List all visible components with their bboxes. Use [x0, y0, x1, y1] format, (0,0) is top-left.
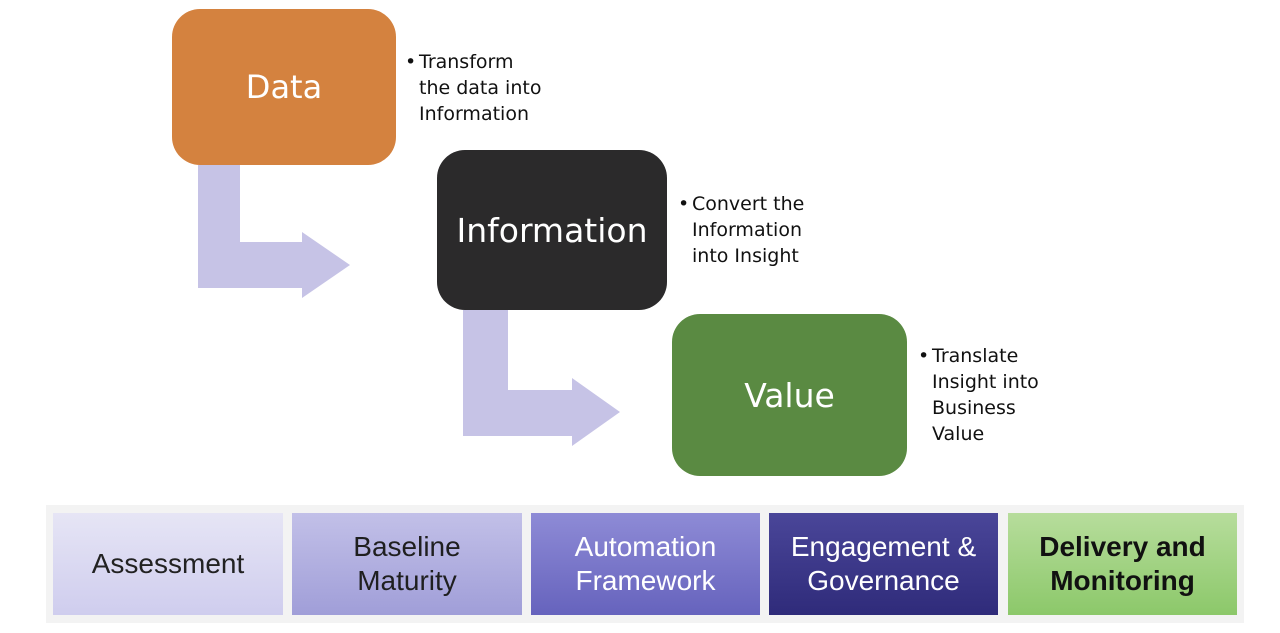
- phase-line: Governance: [807, 565, 960, 596]
- phase-line: Baseline: [353, 531, 461, 562]
- note-line: Translate: [932, 345, 1019, 367]
- phase-automation-framework: Automation Framework: [531, 513, 760, 615]
- phase-line: Automation: [574, 531, 717, 562]
- bullet-icon: •: [678, 193, 690, 215]
- note-line: Information: [419, 103, 529, 125]
- phase-line: Assessment: [91, 548, 245, 579]
- note-line: Transform: [419, 51, 514, 73]
- bent-arrow-data-to-information: [198, 165, 350, 298]
- bullet-icon: •: [405, 51, 417, 73]
- note-line: into Insight: [692, 245, 799, 267]
- step-box-data: Data: [172, 9, 396, 165]
- phase-line: Monitoring: [1050, 565, 1195, 596]
- note-line: Business: [932, 397, 1016, 419]
- note-line: Information: [692, 219, 802, 241]
- note-line: Convert the: [692, 193, 805, 215]
- phase-line: Engagement &: [790, 531, 977, 562]
- phase-baseline-maturity: Baseline Maturity: [292, 513, 522, 615]
- phase-line: Delivery and: [1039, 531, 1206, 562]
- note-line: the data into: [419, 77, 542, 99]
- note-line: Insight into: [932, 371, 1039, 393]
- phase-engagement-governance: Engagement & Governance: [769, 513, 998, 615]
- phase-line: Maturity: [357, 565, 457, 596]
- step-label-value: Value: [744, 375, 835, 415]
- bent-arrow-information-to-value: [463, 310, 620, 446]
- step-label-information: Information: [456, 210, 648, 250]
- step-box-information: Information: [437, 150, 667, 310]
- step-note-value: • Translate Insight into Business Value: [918, 343, 1039, 447]
- step-note-information: • Convert the Information into Insight: [678, 191, 804, 269]
- step-note-data: • Transform the data into Information: [405, 49, 541, 127]
- phase-assessment: Assessment: [53, 513, 283, 615]
- step-box-value: Value: [672, 314, 907, 476]
- note-line: Value: [932, 423, 985, 445]
- bullet-icon: •: [918, 345, 930, 367]
- phase-delivery-monitoring: Delivery and Monitoring: [1008, 513, 1237, 615]
- step-label-data: Data: [245, 68, 323, 106]
- phase-line: Framework: [575, 565, 716, 596]
